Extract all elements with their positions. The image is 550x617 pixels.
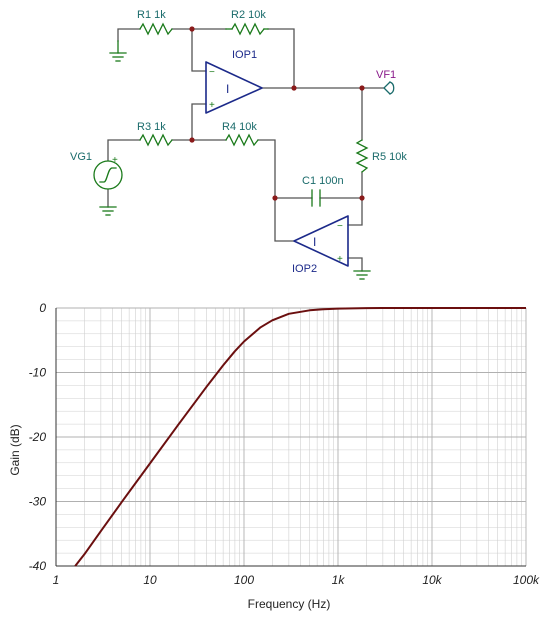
resistor-r3 bbox=[139, 133, 173, 147]
label-iop2: IOP2 bbox=[292, 263, 317, 275]
gain-plot: 1 10 100 1k 10k 100k 0 -10 -20 -30 -40 Frequency (… bbox=[8, 301, 540, 611]
x-tick-label: 1 bbox=[53, 573, 60, 587]
x-tick-label: 10 bbox=[143, 573, 157, 587]
opamp-iop1 bbox=[205, 61, 263, 114]
opamps bbox=[205, 61, 349, 267]
y-tick-label: -40 bbox=[29, 559, 47, 573]
x-tick-label: 1k bbox=[332, 573, 346, 587]
iop1-plus: + bbox=[209, 100, 215, 111]
probe-vf1-icon bbox=[383, 81, 395, 95]
resistor-r4 bbox=[225, 133, 259, 147]
iop2-glyph: I bbox=[313, 235, 316, 249]
label-vg1: VG1 bbox=[70, 151, 92, 163]
y-tick-label: -30 bbox=[29, 495, 47, 509]
axes bbox=[55, 308, 526, 567]
label-iop1: IOP1 bbox=[232, 49, 257, 61]
y-tick-label: 0 bbox=[39, 301, 46, 315]
curve bbox=[74, 307, 526, 567]
x-tick-label: 100 bbox=[234, 573, 254, 587]
ground-vg1 bbox=[99, 206, 117, 216]
grid bbox=[55, 307, 527, 567]
opamp-iop2 bbox=[293, 215, 349, 267]
resistor-r1 bbox=[139, 22, 173, 36]
y-axis-label: Gain (dB) bbox=[8, 424, 22, 475]
label-vf1: VF1 bbox=[376, 69, 396, 81]
ground-top bbox=[109, 40, 127, 62]
label-c1: C1 100n bbox=[302, 175, 344, 187]
x-tick-label: 10k bbox=[422, 573, 442, 587]
ground-symbols bbox=[99, 40, 371, 280]
iop2-plus: + bbox=[337, 254, 343, 265]
tick-labels: 1 10 100 1k 10k 100k 0 -10 -20 -30 -40 bbox=[29, 301, 540, 587]
junction-dots bbox=[189, 26, 365, 201]
label-r1: R1 1k bbox=[137, 9, 166, 21]
iop2-minus: − bbox=[337, 221, 343, 232]
iop1-glyph: I bbox=[226, 82, 229, 96]
label-r4: R4 10k bbox=[222, 121, 257, 133]
resistor-r2 bbox=[231, 22, 265, 36]
label-r2: R2 10k bbox=[231, 9, 266, 21]
resistors bbox=[139, 22, 369, 173]
x-axis-label: Frequency (Hz) bbox=[248, 597, 331, 611]
y-tick-label: -20 bbox=[29, 430, 47, 444]
y-tick-label: -10 bbox=[29, 366, 47, 380]
wires bbox=[107, 28, 385, 272]
label-r5: R5 10k bbox=[372, 151, 407, 163]
vg1-plus: + bbox=[112, 155, 118, 166]
voltage-source-vg1 bbox=[93, 160, 123, 190]
x-tick-label: 100k bbox=[513, 573, 540, 587]
label-r3: R3 1k bbox=[137, 121, 166, 133]
ground-iop2 bbox=[353, 270, 371, 280]
gain-curve bbox=[74, 307, 526, 567]
iop1-minus: − bbox=[209, 67, 215, 78]
capacitor-c1 bbox=[311, 189, 321, 207]
resistor-r5 bbox=[355, 139, 369, 173]
circuit-schematic: R1 1k R2 10k R3 1k R4 10k R5 10k C1 100n… bbox=[70, 9, 407, 280]
